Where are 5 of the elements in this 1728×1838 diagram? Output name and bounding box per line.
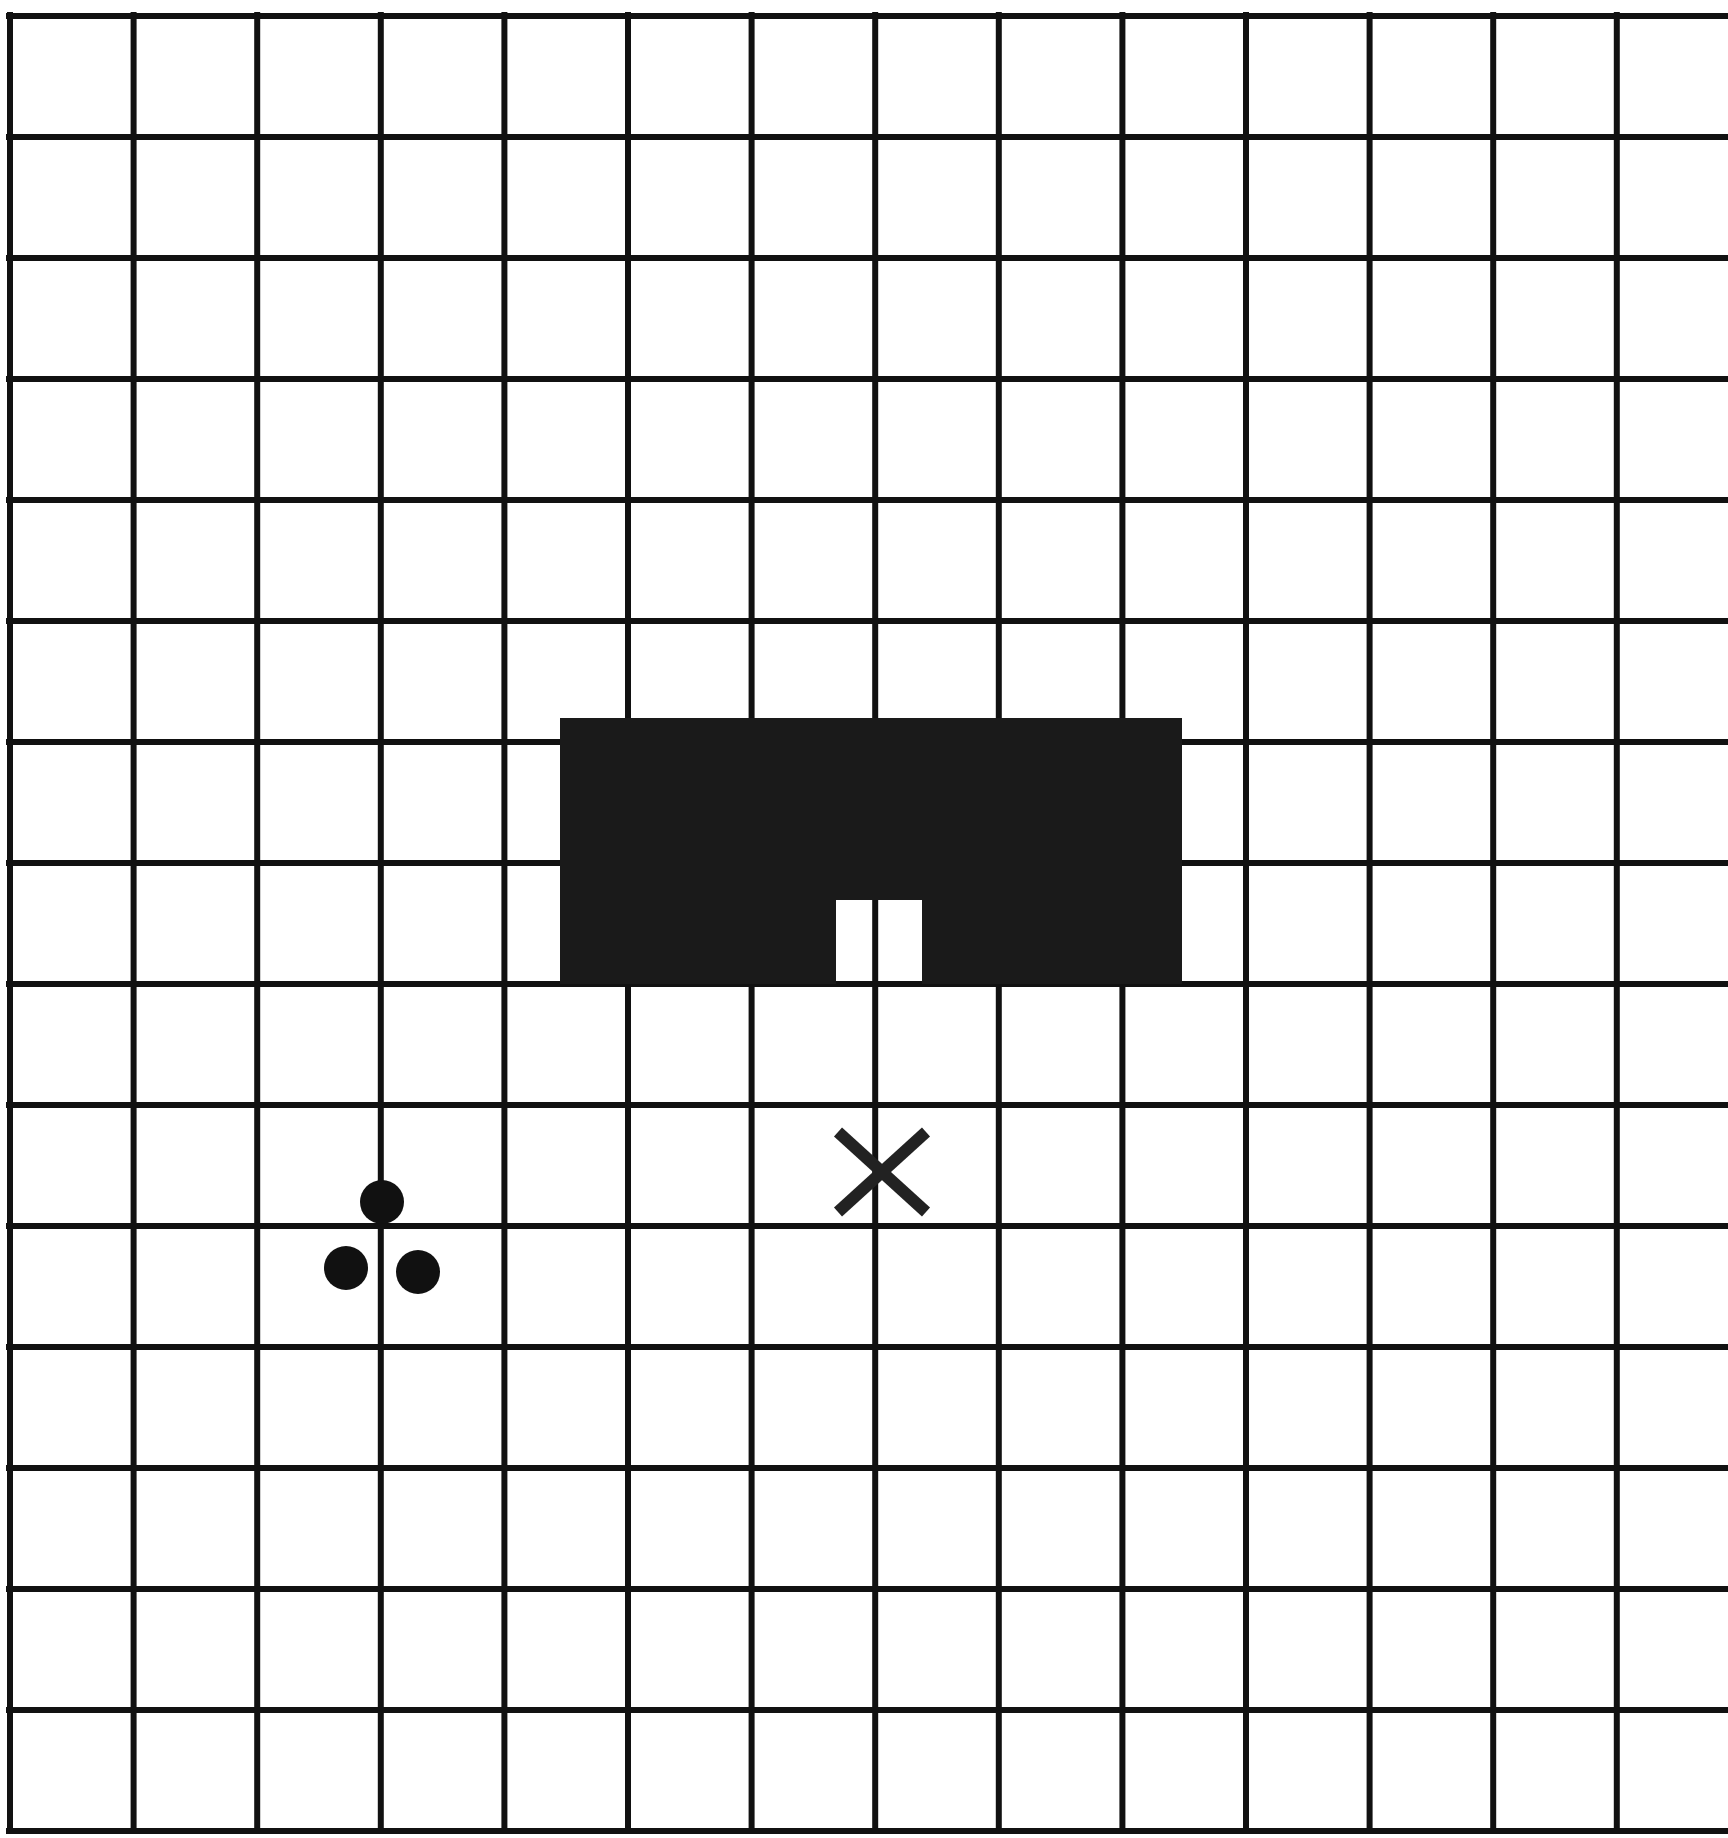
- dot: [396, 1250, 440, 1294]
- cross-mark: [833, 1127, 931, 1217]
- dot: [324, 1246, 368, 1290]
- target-block: [560, 718, 1182, 984]
- dot: [360, 1180, 404, 1224]
